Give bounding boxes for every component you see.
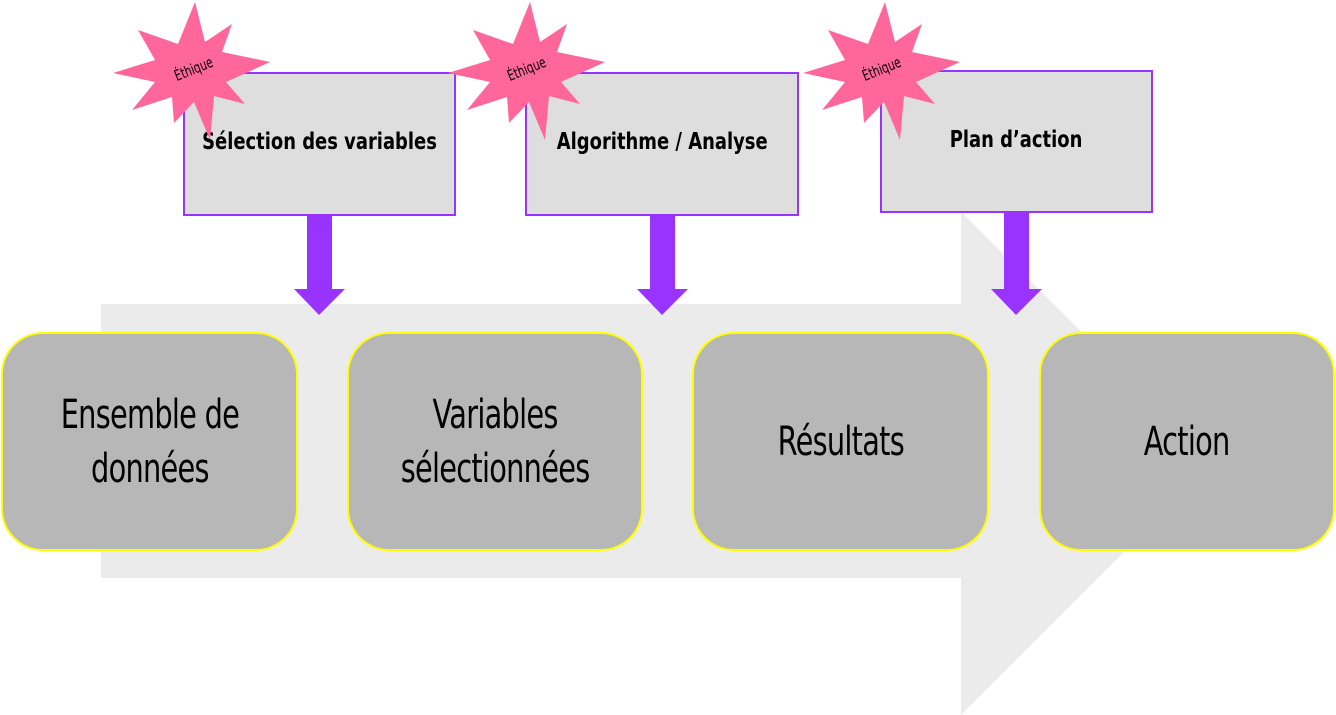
down-arrow-icon bbox=[637, 215, 688, 315]
ethics-star-icon bbox=[113, 2, 270, 140]
stage-label: Résultats bbox=[777, 418, 904, 465]
down-arrow-icon bbox=[294, 215, 345, 315]
stage-action: Action bbox=[1039, 332, 1335, 551]
ethics-star-icon bbox=[803, 2, 960, 140]
stage-selected-variables: Variables sélectionnées bbox=[347, 332, 643, 551]
stage-label: Variables sélectionnées bbox=[400, 391, 591, 492]
stage-label: Action bbox=[1144, 418, 1231, 465]
step-label: Algorithme / Analyse bbox=[556, 129, 768, 155]
step-label: Plan d’action bbox=[950, 126, 1083, 153]
stage-dataset: Ensemble de données bbox=[1, 332, 298, 551]
ethics-star-icon bbox=[448, 2, 605, 140]
stage-label: Ensemble de données bbox=[60, 391, 239, 492]
down-arrow-icon bbox=[991, 212, 1042, 315]
stage-results: Résultats bbox=[692, 332, 989, 551]
step-label: Sélection des variables bbox=[202, 129, 437, 155]
